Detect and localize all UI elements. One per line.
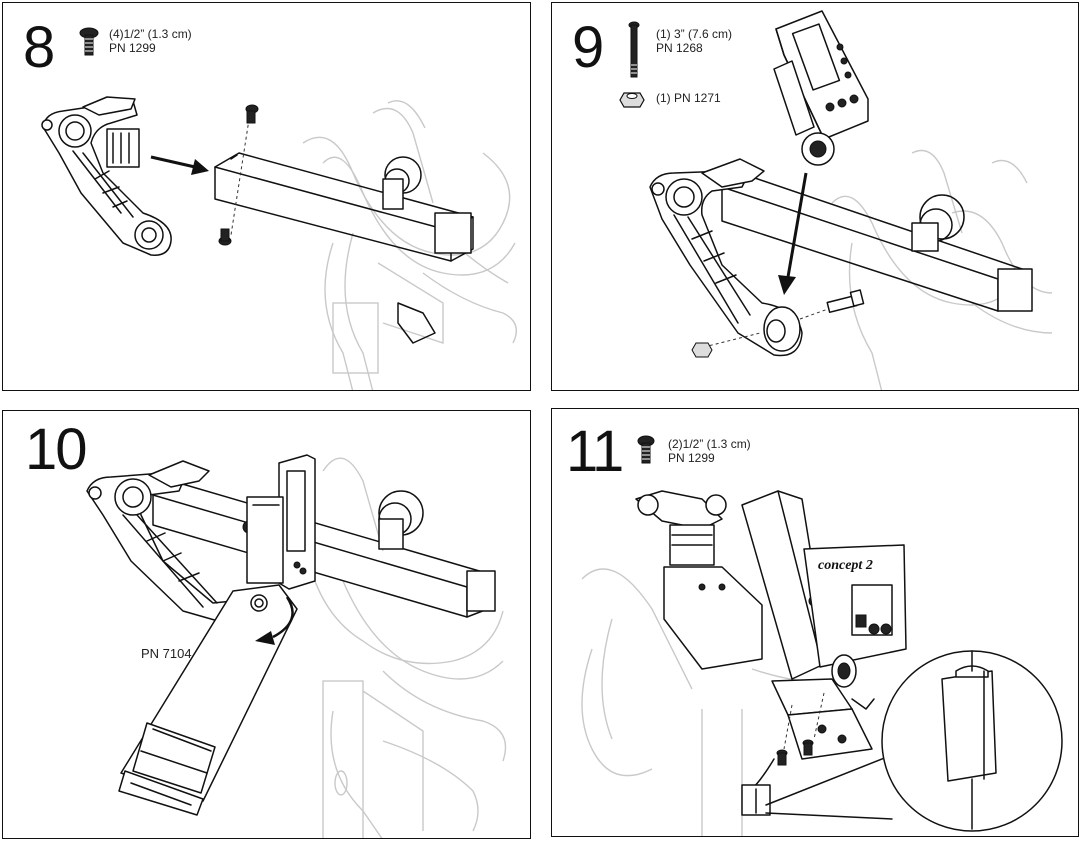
crossbar	[721, 174, 1033, 312]
step-11-panel: 11	[551, 408, 1079, 837]
crossbar	[214, 152, 474, 344]
monitor	[246, 454, 316, 590]
bolt-note: (1) 3” (7.6 cm) PN 1268	[656, 27, 732, 55]
step-9-panel: 9	[551, 2, 1079, 391]
cable-clip-small	[741, 754, 893, 820]
monitor-back: concept 2	[803, 544, 907, 688]
lower-arm	[118, 584, 298, 816]
monitor	[773, 10, 869, 166]
bolt-short-icon	[79, 27, 99, 56]
magnifier-detail	[881, 650, 1063, 832]
upper-assembly	[635, 490, 829, 680]
screws	[218, 104, 259, 246]
part-callout: PN 7104	[141, 646, 192, 661]
step-number: 10	[25, 417, 87, 482]
arrow-icon	[255, 596, 294, 645]
hex-nut-icon	[619, 92, 645, 108]
bolt-long-icon	[628, 21, 640, 78]
step-number: 9	[572, 15, 604, 80]
bike-handlebar-ghost	[302, 100, 517, 390]
hardware-pn: PN 1299	[109, 41, 156, 55]
bracket-plate	[751, 678, 875, 790]
hardware-note: (4)1/2” (1.3 cm) PN 1299	[109, 27, 192, 55]
arrow-icon	[778, 172, 808, 295]
step-10-panel: 10	[2, 410, 531, 839]
step-11-art: concept 2	[581, 435, 1063, 836]
hardware-note: (2)1/2” (1.3 cm) PN 1299	[668, 437, 751, 465]
hardware-qty: (4)1/2” (1.3 cm)	[109, 27, 192, 41]
arm-assembly	[86, 460, 262, 624]
bolt-pn: PN 1268	[656, 41, 703, 55]
arm-assembly	[41, 96, 172, 256]
nut-note: (1) PN 1271	[656, 91, 721, 105]
step-number: 8	[23, 15, 55, 80]
step-number: 11	[566, 419, 624, 484]
hardware-in-place	[691, 289, 865, 358]
bolt-short-icon	[637, 435, 655, 464]
bolt-qty: (1) 3” (7.6 cm)	[656, 27, 733, 41]
step-8-panel: 8	[2, 2, 531, 391]
arm-assembly	[649, 158, 803, 357]
step-9-art	[619, 10, 1053, 390]
bike-frame-ghost	[581, 568, 853, 836]
step-10-art	[86, 454, 507, 838]
arrow-icon	[150, 155, 209, 175]
hardware-qty: (2)1/2” (1.3 cm)	[668, 437, 751, 451]
bolt-short-icon-wrap	[41, 27, 517, 390]
bike-frame-ghost	[302, 457, 507, 838]
monitor-brand: concept 2	[818, 558, 873, 573]
hardware-pn: PN 1299	[668, 451, 715, 465]
